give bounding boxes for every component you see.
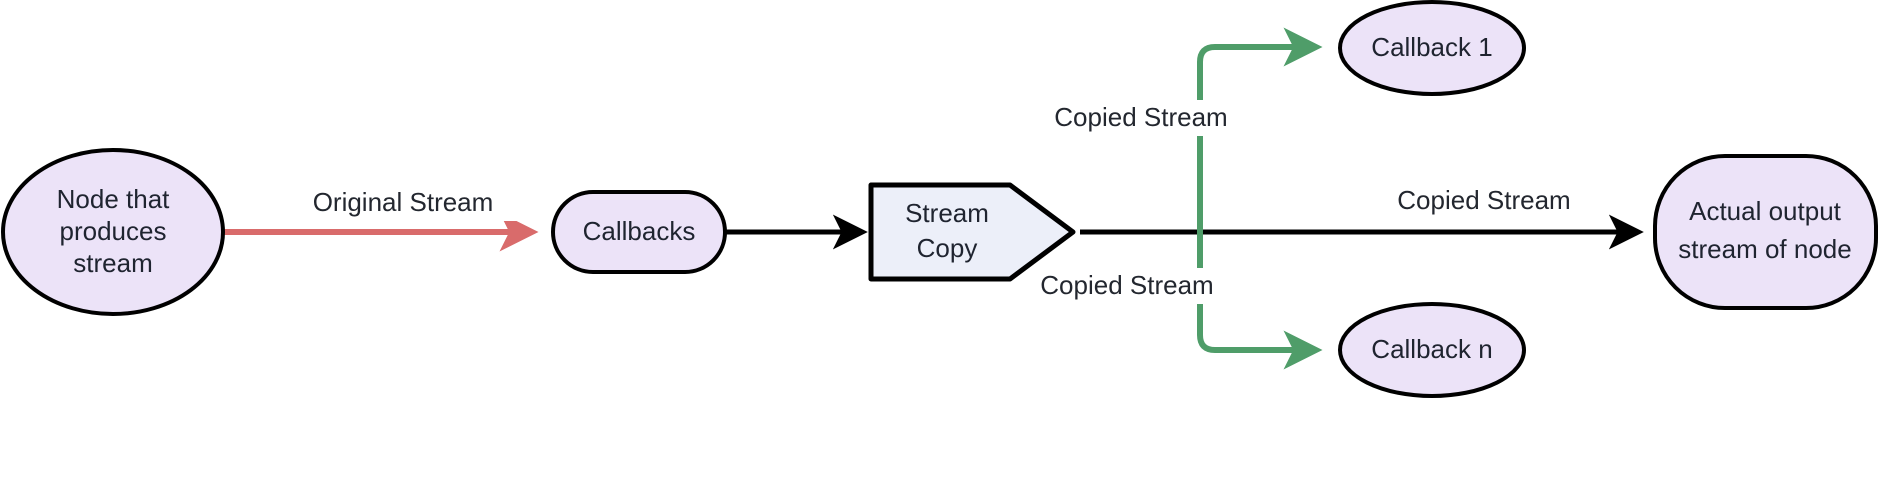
node-callback-n[interactable]: Callback n: [1338, 302, 1526, 398]
node-producer[interactable]: Node that produces stream: [1, 148, 225, 316]
node-callback-1[interactable]: Callback 1: [1338, 0, 1526, 96]
edge-original-stream: Original Stream: [218, 185, 539, 252]
edge-copied-stream-bottom-line: [1197, 232, 1323, 370]
node-callbacks-label: Callbacks: [583, 216, 696, 246]
node-streamcopy-label-line2: Copy: [917, 233, 978, 263]
node-producer-label-line2: produces: [60, 216, 167, 246]
node-callback-n-label: Callback n: [1371, 334, 1492, 364]
edge-copied-stream-middle: Copied Stream: [1080, 183, 1644, 250]
edge-original-stream-label-bg: [300, 185, 530, 221]
edge-copied-stream-top-line: [1197, 27, 1323, 232]
edge-copied-stream-top-label-bg: [1027, 100, 1260, 136]
edge-copied-stream-middle-label: Copied Stream: [1397, 185, 1570, 215]
node-producer-label-line3: stream: [73, 248, 152, 278]
node-callback-n-shape[interactable]: [1338, 302, 1526, 398]
node-output-shape[interactable]: [1653, 154, 1878, 310]
node-callbacks-shape[interactable]: [551, 190, 727, 274]
edge-copied-stream-bottom-label-bg: [1013, 268, 1246, 304]
node-callbacks[interactable]: Callbacks: [551, 190, 727, 274]
edge-copied-stream-bottom-label: Copied Stream: [1040, 270, 1213, 300]
node-streamcopy-shape[interactable]: [868, 182, 1076, 282]
node-streamcopy-label-line1: Stream: [905, 198, 989, 228]
node-output[interactable]: Actual output stream of node: [1653, 154, 1878, 310]
edge-copied-stream-middle-label-bg: [1370, 183, 1598, 219]
node-output-label-line2: stream of node: [1678, 234, 1851, 264]
edge-copied-stream-top-label: Copied Stream: [1054, 102, 1227, 132]
node-producer-shape[interactable]: [1, 148, 225, 316]
node-callback-1-label: Callback 1: [1371, 32, 1492, 62]
edge-copied-stream-top: Copied Stream: [1027, 27, 1323, 232]
node-producer-label-line1: Node that: [57, 184, 171, 214]
node-callback-1-shape[interactable]: [1338, 0, 1526, 96]
node-streamcopy[interactable]: Stream Copy: [868, 182, 1076, 282]
edge-original-stream-label: Original Stream: [313, 187, 494, 217]
node-output-label-line1: Actual output: [1689, 196, 1842, 226]
edge-copied-stream-bottom: Copied Stream: [1013, 232, 1323, 370]
